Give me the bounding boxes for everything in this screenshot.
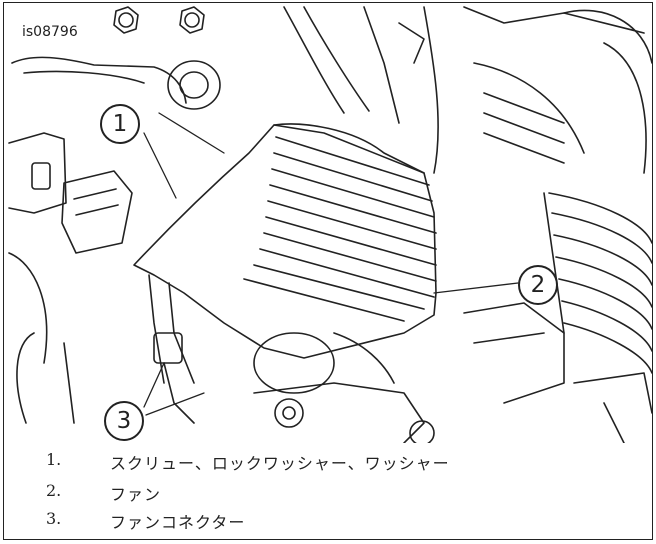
bellows-right: [543, 192, 652, 374]
figure-id: is08796: [20, 24, 80, 40]
legend-number: 2.: [46, 481, 62, 500]
bolt-top-right: [179, 6, 205, 34]
fan-shroud: [133, 123, 437, 359]
legend-number: 3.: [46, 509, 62, 528]
callout-3: 3: [104, 401, 144, 441]
legend-text: ファン: [110, 485, 162, 504]
legend-text: ファンコネクター: [110, 513, 246, 532]
leader-lines: [143, 112, 519, 416]
figure-frame: is08796 1 2 3 1. スクリュー、ロックワッシャー、ワッシャー 2.…: [3, 2, 653, 540]
callout-1: 1: [100, 104, 140, 144]
legend-text: スクリュー、ロックワッシャー、ワッシャー: [110, 454, 450, 473]
legend-number: 1.: [46, 450, 62, 469]
engine-fan-illustration: [8, 6, 652, 443]
bolt-top-left: [113, 6, 139, 34]
callout-2: 2: [518, 265, 558, 305]
